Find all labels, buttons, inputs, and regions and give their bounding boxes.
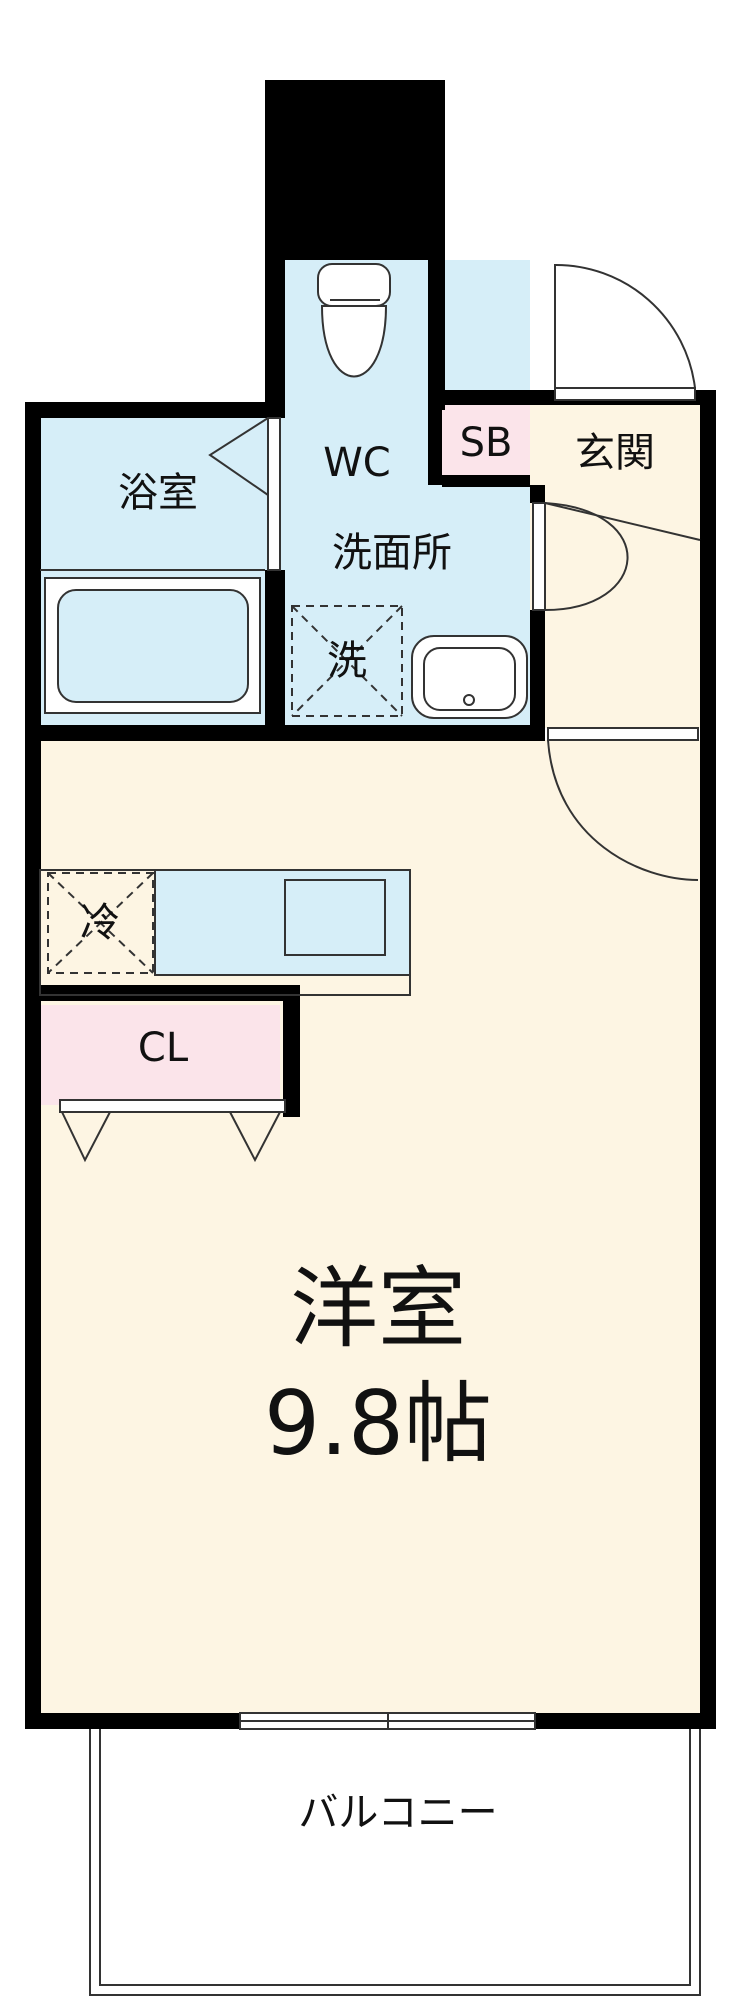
fridge-label: 冷 <box>80 900 120 946</box>
shoebox-floor <box>442 405 530 485</box>
wc-label: WC <box>323 440 390 486</box>
closet-floor <box>40 1005 280 1105</box>
washroom-label: 洗面所 <box>332 530 452 576</box>
washer-label: 洗 <box>327 638 367 684</box>
bath-label: 浴室 <box>118 470 198 516</box>
western-room-size: 9.8帖 <box>264 1372 492 1475</box>
walls <box>25 80 716 1729</box>
shoebox-label: SB <box>460 420 513 466</box>
fixtures <box>39 263 701 1996</box>
western-room-label: 洋室 <box>290 1257 466 1360</box>
closet-label: CL <box>138 1025 189 1071</box>
balcony-label: バルコニー <box>298 1790 497 1836</box>
entrance-label: 玄関 <box>575 430 655 476</box>
entrance-floor <box>530 400 702 728</box>
